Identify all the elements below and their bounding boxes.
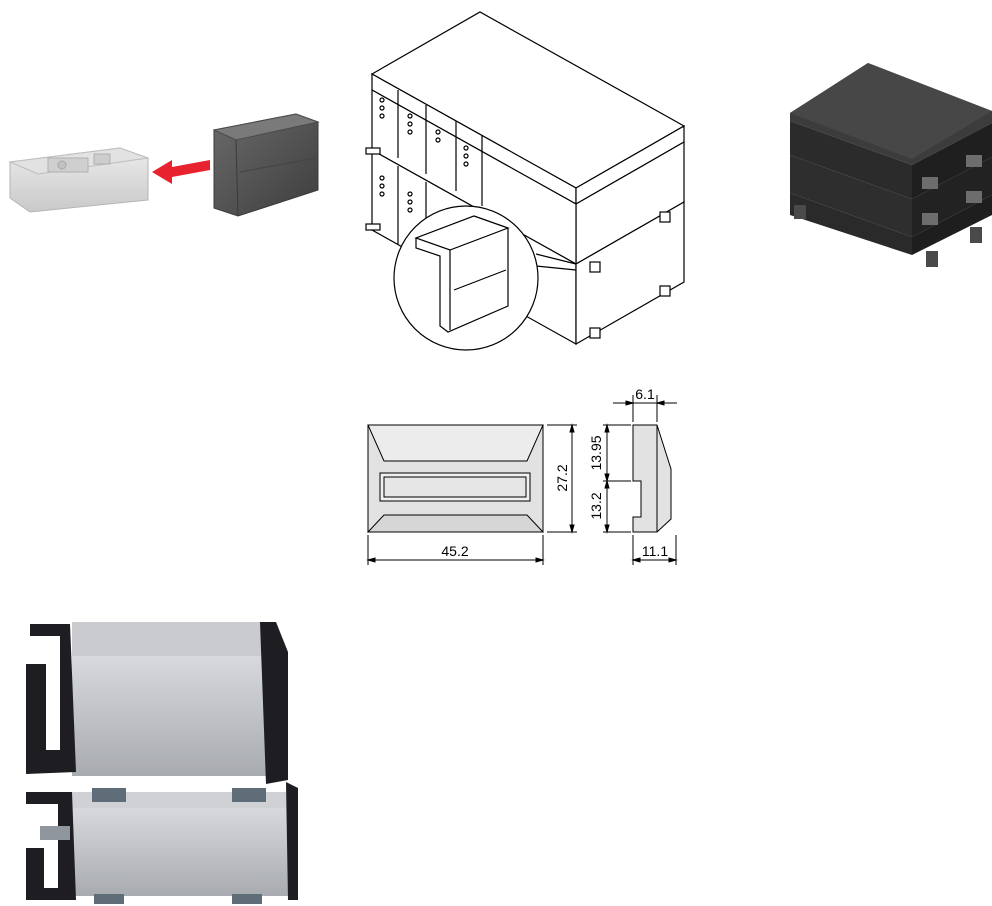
stacked-cases-isometric-drawing <box>358 8 694 354</box>
upper-height-dimension: 13.95 <box>588 423 631 532</box>
lower-height-dimension: 13.2 <box>588 479 631 534</box>
top-depth-label: 6.1 <box>635 386 655 402</box>
upper-case-outline <box>370 11 686 266</box>
silver-case-lower <box>26 782 298 904</box>
silver-stacked-cases-render <box>10 612 310 906</box>
insertion-arrow <box>152 160 210 184</box>
width-label: 45.2 <box>441 543 468 559</box>
top-depth-dimension: 6.1 <box>613 386 677 422</box>
bottom-depth-dimension: 11.1 <box>631 535 678 565</box>
light-grey-cap-part <box>8 147 149 213</box>
side-view <box>632 424 672 533</box>
height-dimension: 27.2 <box>547 423 577 534</box>
dark-stacked-cases-render <box>780 55 992 270</box>
adapter-assembly-figure <box>0 100 330 230</box>
silver-case-upper <box>26 622 288 784</box>
detail-callout <box>393 205 577 351</box>
width-dimension: 45.2 <box>366 535 545 565</box>
dark-grey-adapter-part <box>212 113 320 217</box>
dark-case-stack <box>790 63 992 267</box>
height-label: 27.2 <box>554 464 570 491</box>
upper-height-label: 13.95 <box>588 435 604 470</box>
lower-height-label: 13.2 <box>588 492 604 519</box>
front-view <box>366 424 545 533</box>
bottom-depth-label: 11.1 <box>642 543 668 559</box>
dimension-drawing: 45.2 27.2 6.1 <box>355 385 690 570</box>
